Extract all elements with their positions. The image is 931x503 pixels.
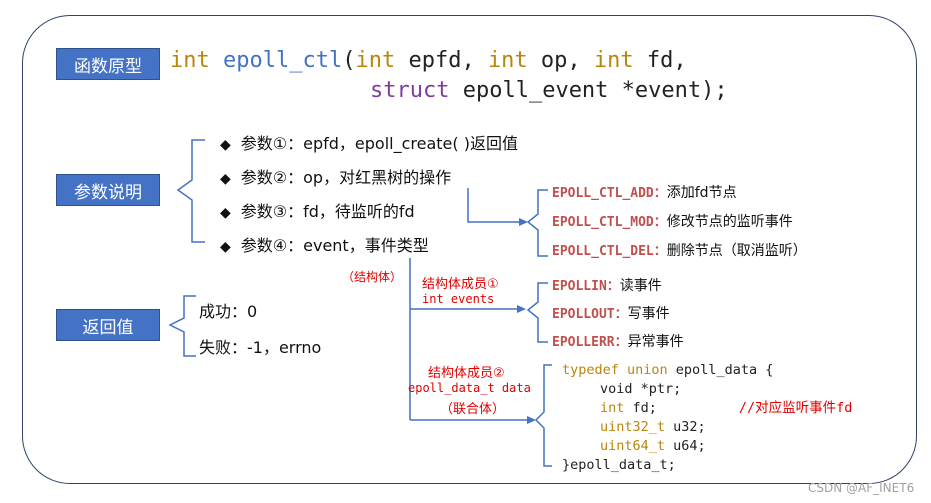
paren-open: ( [342,48,356,73]
arg-op: op, [527,48,594,73]
op-item: EPOLL_CTL_DEL：删除节点（取消监听） [552,243,807,259]
arg-epfd: epfd, [395,48,488,73]
kw-int: int [487,48,528,73]
ops-brace [526,189,548,257]
diamond-bullet-icon: ◆ [220,171,231,187]
diamond-bullet-icon: ◆ [220,137,231,153]
param-item: ◆参数④：event，事件类型 [220,236,429,255]
event-item: EPOLLOUT：写事件 [552,306,670,322]
op-item: EPOLL_CTL_MOD：修改节点的监听事件 [552,214,793,230]
diamond-bullet-icon: ◆ [220,205,231,221]
kw-int: int [593,48,634,73]
outer-frame [22,15,917,484]
prototype-line2: struct epoll_event *event); [370,78,728,103]
code-line: }epoll_data_t; [562,457,676,473]
union-code: typedef union epoll_data { void *ptr; in… [562,361,852,475]
member2-arrow-head [527,416,536,424]
return-failure: 失败：-1，errno [199,338,322,357]
param-item: ◆参数①：epfd，epoll_create( )返回值 [220,134,518,153]
kw-int: int [170,48,210,73]
watermark: CSDN @AF_INET6 [808,481,915,495]
code-line: uint32_t u32; [600,419,706,435]
params-brace [176,139,205,243]
prototype-line1: int epoll_ctl(int epfd, int op, int fd, [170,48,687,73]
param-item: ◆参数③：fd，待监听的fd [220,202,415,221]
event-item: EPOLLIN：读事件 [552,278,662,294]
code-line: int fd;//对应监听事件fd [600,400,853,416]
member2-note: （联合体） [440,402,506,417]
function-name: epoll_ctl [223,48,343,73]
member2-title: 结构体成员② [428,366,505,381]
code-line: typedef union epoll_data { [562,362,774,378]
member1-decl: int events [422,292,495,306]
op-arrow [467,188,524,223]
union-brace [534,364,552,467]
params-label: 参数说明 [56,174,160,206]
return-success: 成功：0 [199,302,258,321]
prototype-label: 函数原型 [56,48,160,80]
code-line: void *ptr; [600,381,682,397]
retval-brace [168,295,196,357]
retval-label: 返回值 [56,309,160,341]
arg-fd: fd, [633,48,687,73]
member2-decl: epoll_data_t data [408,381,531,395]
member1-arrow-head [517,305,526,313]
event-item: EPOLLERR：异常事件 [552,334,684,350]
kw-int: int [355,48,396,73]
struct-tag: （结构体） [342,270,403,284]
diamond-bullet-icon: ◆ [220,239,231,255]
op-arrow-head [519,218,528,226]
param-item: ◆参数②：op，对红黑树的操作 [220,168,452,187]
events-brace [526,282,548,343]
arg-event: epoll_event *event); [449,78,728,103]
kw-struct: struct [370,78,450,103]
code-line: uint64_t u64; [600,438,706,454]
member1-title: 结构体成员① [422,277,499,292]
op-item: EPOLL_CTL_ADD：添加fd节点 [552,185,737,201]
